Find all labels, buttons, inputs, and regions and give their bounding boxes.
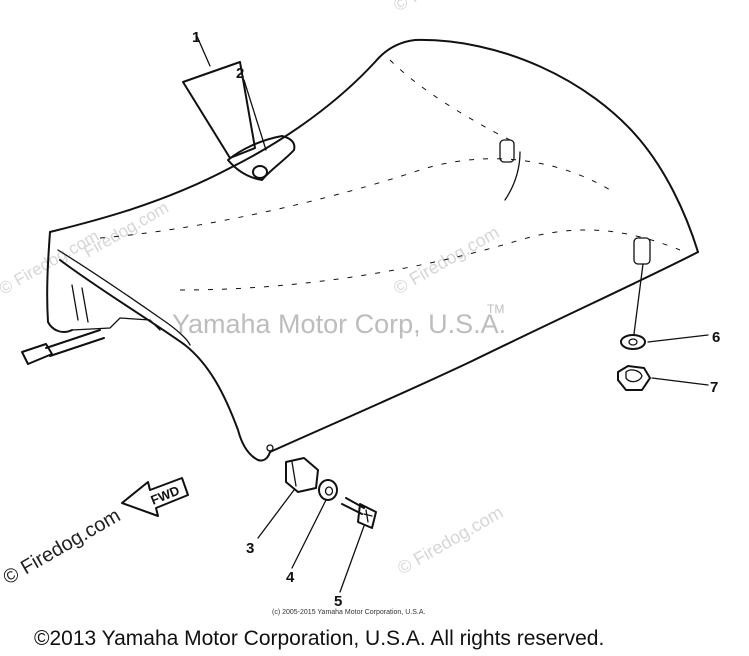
hardware xyxy=(285,263,651,529)
watermark-bottom: © Firedog.com xyxy=(394,502,506,578)
watermark-tm: TM xyxy=(487,302,504,316)
seat-drawing xyxy=(21,38,699,462)
callout-2: 2 xyxy=(236,65,244,82)
leader-2 xyxy=(243,79,267,151)
seat-front-side xyxy=(46,231,73,333)
leader-5 xyxy=(339,525,365,593)
bracket-nut xyxy=(285,457,319,493)
rear-post-lower xyxy=(633,237,651,265)
washer-small-hole xyxy=(324,486,334,496)
seat-contour-ridge xyxy=(389,59,511,141)
part-1-wedge xyxy=(182,61,256,159)
hex-nut-face xyxy=(625,369,643,383)
footer-copyright: ©2013 Yamaha Motor Corporation, U.S.A. A… xyxy=(34,627,604,650)
seat-front-bracket xyxy=(71,284,161,331)
leader-6 xyxy=(647,334,709,343)
seat-front-lower xyxy=(59,259,271,462)
fwd-arrow-shape xyxy=(121,477,189,517)
washer-small xyxy=(318,479,338,501)
callout-3: 3 xyxy=(246,540,254,557)
leader-lines xyxy=(182,33,709,593)
bolt-head-cross xyxy=(363,509,373,523)
rear-post-upper xyxy=(499,139,515,163)
callout-7: 7 xyxy=(710,379,718,396)
seat-latch xyxy=(21,329,105,365)
callout-5: 5 xyxy=(334,593,342,610)
watermark-top: © Firedog.com xyxy=(390,0,502,15)
fwd-arrow: FWD xyxy=(121,477,189,517)
callout-4: 4 xyxy=(286,569,295,586)
bracket-nut-edge xyxy=(291,461,297,487)
seat-underside-line xyxy=(57,249,191,346)
seat-hump-line xyxy=(504,151,521,201)
washer-large xyxy=(620,334,646,350)
callout-1: 1 xyxy=(192,29,200,46)
callout-numbers: 1 2 3 4 5 6 7 xyxy=(192,29,720,610)
leader-3 xyxy=(257,489,295,539)
mount-hole xyxy=(266,444,274,452)
seat-rear-edge xyxy=(269,251,699,453)
watermark-firedog-dark: © Firedog.com xyxy=(0,505,124,590)
seat-contour-upper xyxy=(99,158,611,239)
leader-4 xyxy=(291,499,327,569)
rear-mount-line xyxy=(633,263,644,335)
callout-6: 6 xyxy=(712,329,720,346)
washer-large-hole xyxy=(628,338,638,346)
hinge-hole xyxy=(252,165,268,179)
seat-hinge xyxy=(227,135,296,181)
bolt xyxy=(341,497,377,529)
hex-nut xyxy=(617,365,651,391)
leader-1 xyxy=(195,33,211,67)
leader-7 xyxy=(651,377,709,386)
watermark-yamaha: Yamaha Motor Corp, U.S.A. xyxy=(172,309,506,339)
watermark-layer: © Firedog.com Firedog.com © Firedog.com … xyxy=(0,0,506,578)
seat-top-outline xyxy=(49,38,699,253)
seat-contour-lower xyxy=(179,229,681,291)
watermark-left: © Firedog.com xyxy=(0,226,102,298)
watermark-center: © Firedog.com xyxy=(390,222,502,298)
small-copyright: (c) 2005-2015 Yamaha Motor Corporation, … xyxy=(272,609,425,616)
